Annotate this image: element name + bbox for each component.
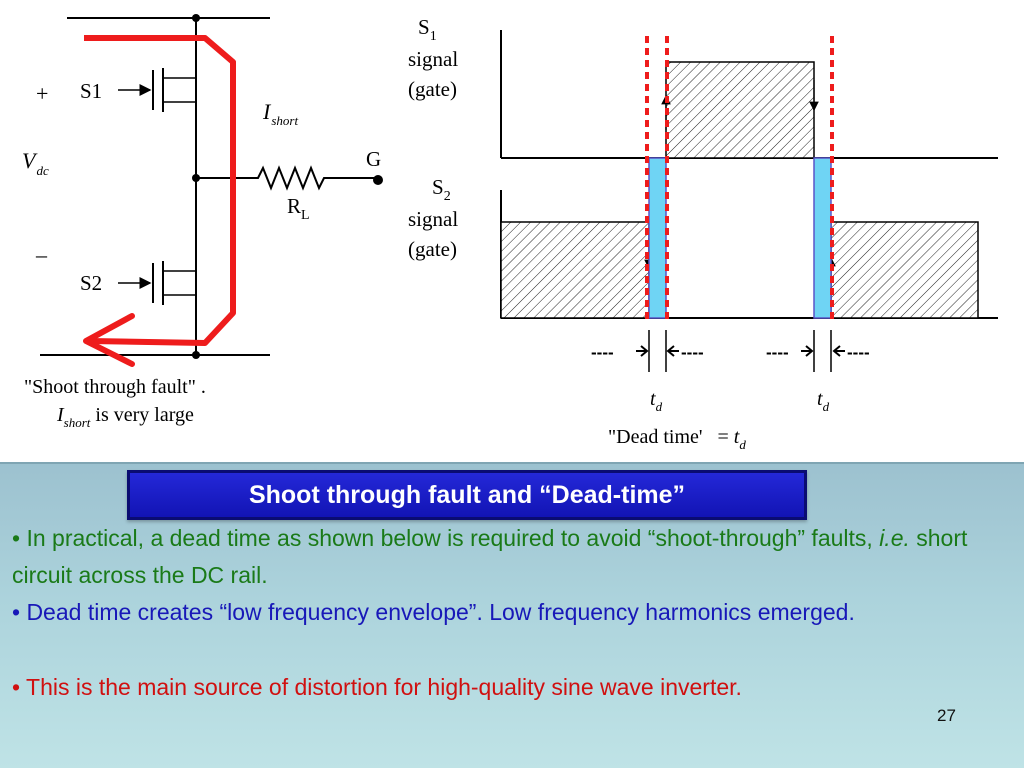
dead-time-equation: "Dead time' = td (608, 426, 746, 452)
bullet-1: • In practical, a dead time as shown bel… (12, 525, 968, 588)
dead-time-band-2 (813, 157, 832, 319)
td-arrow-dashes-1a: ---- (591, 343, 614, 362)
td-arrow-head-1a (636, 345, 649, 357)
g-label: G (366, 147, 381, 171)
dead-time-band-1 (648, 157, 667, 319)
s1-signal-label-line-2: signal (408, 47, 458, 71)
figure: + – Vdc S1 S2 Ishort RL G "Shoot through… (22, 14, 998, 452)
current-arrowhead (83, 313, 135, 367)
td-arrow-head-2b (832, 345, 845, 357)
td-arrow-dashes-1b: ---- (681, 343, 704, 362)
slide-title: Shoot through fault and “Dead-time” (127, 470, 807, 520)
s2-on-pulse-left (500, 221, 650, 319)
td-arrow-dashes-2a: ---- (766, 343, 789, 362)
bullet-3: • This is the main source of distortion … (12, 674, 742, 700)
circuit-caption-line-2: Ishort is very large (56, 404, 194, 430)
rl-label: RL (287, 194, 310, 223)
s2-signal-label-line-3: (gate) (408, 237, 457, 261)
plus-sign: + (36, 81, 48, 106)
vdc-label: Vdc (22, 148, 49, 178)
top-node (192, 14, 200, 22)
s1-signal-label-line-1: S1 (418, 15, 437, 44)
timing-diagram: ---- ---- ---- ---- S1 signal (gate) S2 … (408, 15, 998, 452)
s2-on-pulse-right (830, 221, 979, 319)
td-arrow-head-1b (666, 345, 679, 357)
s2-signal-label-line-2: signal (408, 207, 458, 231)
s1-on-pulse (665, 61, 815, 159)
s2-transistor-symbol (118, 261, 196, 305)
td-label-2: td (817, 388, 830, 414)
td-label-1: td (650, 388, 663, 414)
minus-sign: – (35, 242, 48, 267)
load-resistor-symbol (196, 165, 383, 191)
s1-transistor-symbol (118, 68, 196, 112)
s2-signal-label-line-1: S2 (432, 175, 451, 204)
page-number: 27 (937, 706, 956, 725)
ishort-label: Ishort (262, 99, 298, 128)
s2-label: S2 (80, 271, 102, 295)
bullet-2: • Dead time creates “low frequency envel… (12, 599, 855, 625)
shoot-through-current-path (84, 35, 236, 346)
td-arrow-dashes-2b: ---- (847, 343, 870, 362)
td-arrow-head-2a (801, 345, 814, 357)
s1-label: S1 (80, 79, 102, 103)
circuit-diagram: + – Vdc S1 S2 Ishort RL G "Shoot through… (22, 14, 383, 430)
s1-signal-label-line-3: (gate) (408, 77, 457, 101)
circuit-caption-line-1: "Shoot through fault" . (24, 376, 206, 398)
diagram-svg: + – Vdc S1 S2 Ishort RL G "Shoot through… (22, 14, 998, 452)
bottom-node (192, 351, 200, 359)
